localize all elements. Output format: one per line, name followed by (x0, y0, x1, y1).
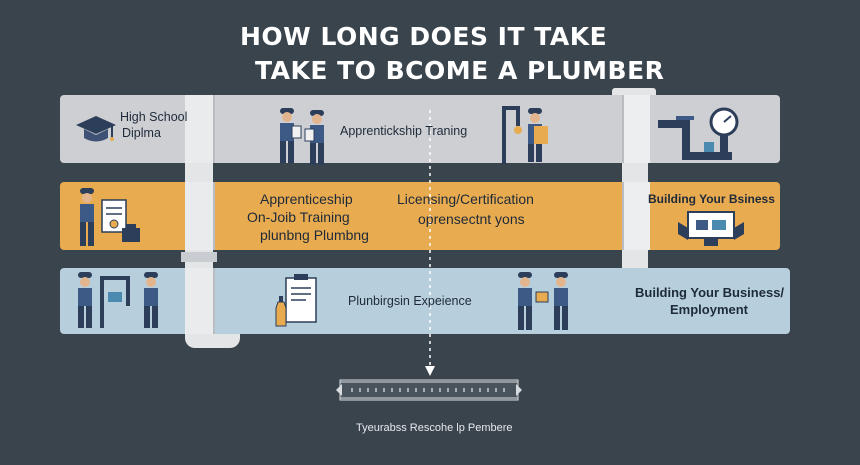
label-licensing-sub: oprensectnt yons (418, 211, 525, 227)
label-on-job-training: On-Joib Training (247, 209, 350, 225)
pipe-rig-worker-icon (78, 272, 158, 328)
timeline-ruler (336, 379, 522, 401)
graduation-cap-icon (76, 116, 116, 142)
left-pipe-overlay-3 (185, 268, 215, 334)
worker-pair-icon (280, 108, 324, 165)
center-dashed-line (425, 110, 435, 376)
label-apprenticeship: Apprenticeship (260, 191, 353, 207)
label-building-business-top: Building Your Bsiness (648, 192, 775, 206)
label-licensing: Licensing/Certification (397, 191, 534, 207)
left-pipe-overlay (185, 95, 215, 163)
spray-bottle-icon (275, 274, 317, 327)
right-pipe-overlay (622, 95, 650, 163)
worker-clipboard-icon (80, 188, 140, 246)
timeline-caption: Tyeurabss Rescohe lp Pembere (356, 422, 513, 434)
stage-band-1 (60, 95, 780, 163)
left-pipe-elbow (185, 334, 240, 348)
right-pipe-overlay-2 (622, 182, 650, 250)
title-line-1: HOW LONG DOES IT TAKE (240, 22, 608, 51)
left-pipe-overlay-2 (185, 182, 215, 250)
label-plumbing-experience: Plunbirgsin Expeience (348, 294, 472, 308)
stage-band-2 (60, 182, 780, 250)
title-line-2: TAKE TO BCOME A PLUMBER (255, 56, 665, 85)
left-pipe-joint-lower (181, 252, 217, 262)
label-high-school-2: Diplma (122, 126, 161, 140)
label-building-business-1: Building Your Business/ (635, 285, 785, 300)
wrench-hands-icon (678, 211, 744, 246)
label-building-business-2: Employment (670, 302, 749, 317)
pipe-valve-icon (502, 106, 548, 164)
worker-pair-2-icon (518, 272, 568, 330)
label-high-school-1: High School (120, 110, 188, 124)
stage-band-3 (60, 268, 790, 334)
label-plumbing: plunbng Plumbng (260, 227, 369, 243)
pipe-cap (612, 88, 656, 98)
pressure-gauge-icon (658, 107, 739, 160)
label-apprenticeship-training: Apprentickship Traning (340, 124, 468, 138)
